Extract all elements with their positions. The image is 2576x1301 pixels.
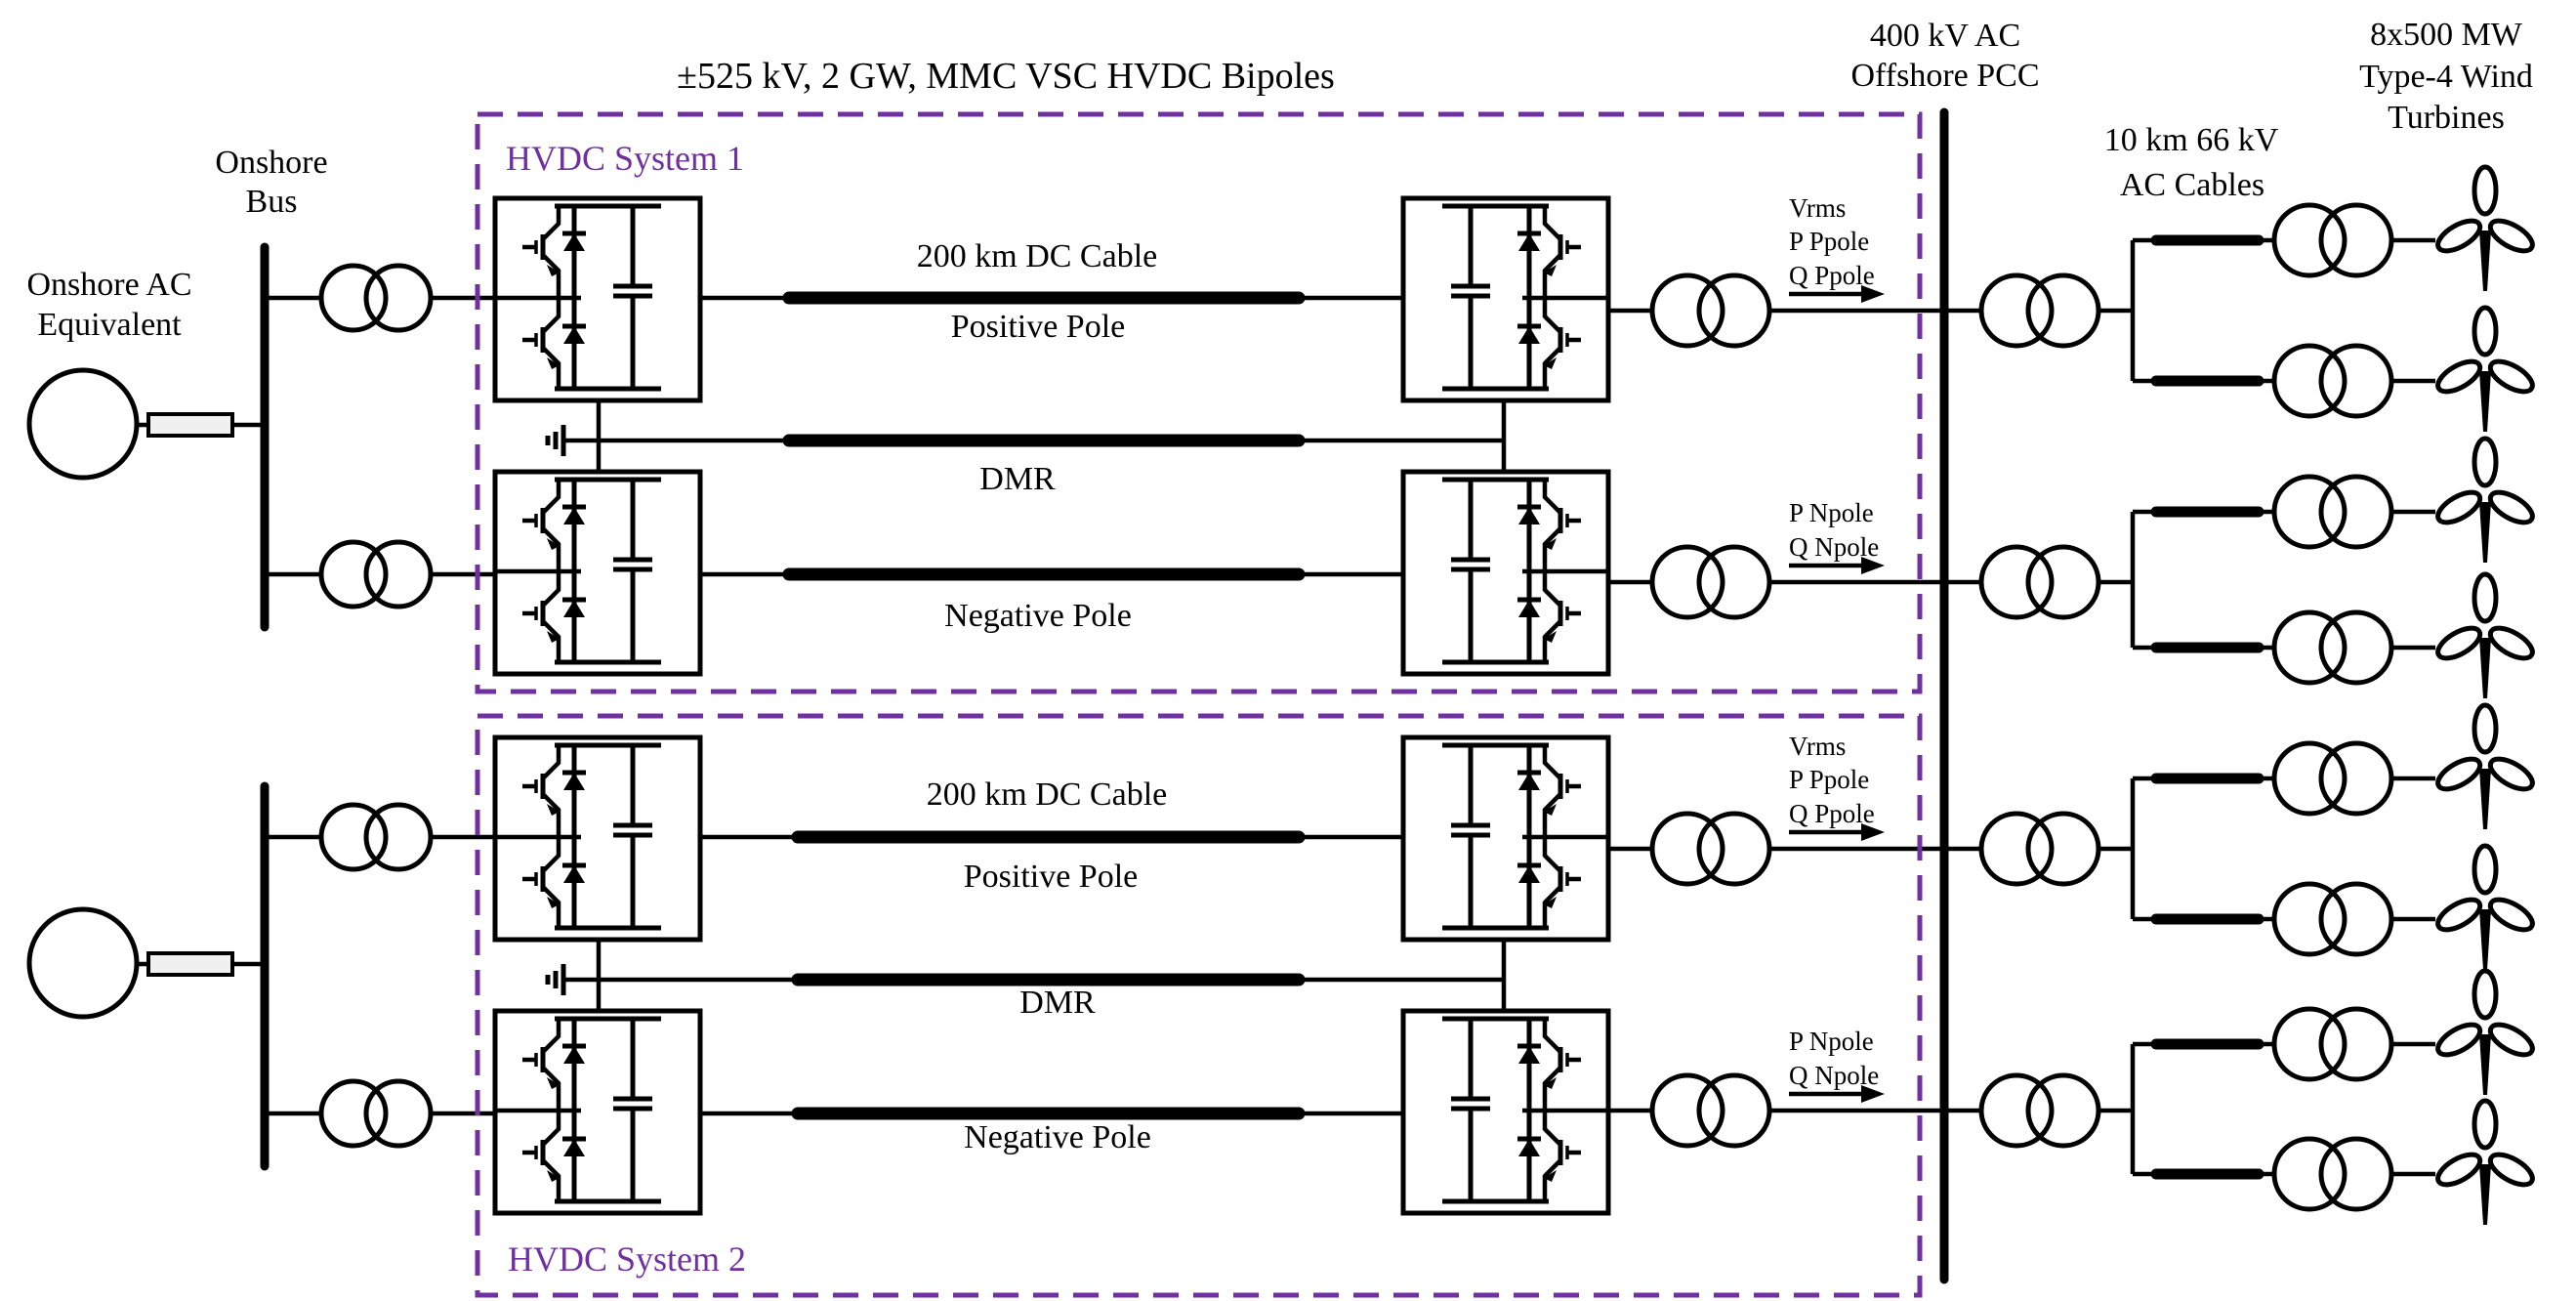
wind-label-line3: Turbines [2388, 100, 2505, 136]
transformer-icon [321, 266, 431, 330]
hvdc-system-1: 200 km DC Cable Positive Pole DMR Negati… [26, 198, 1608, 674]
mmc-converter-icon-onshore-neg [495, 472, 700, 674]
ground-icon [548, 425, 563, 456]
dc-cable-label-1: 200 km DC Cable [917, 238, 1157, 274]
wind-label-line2: Type-4 Wind [2359, 59, 2533, 95]
onshore-ac-label-line2: Equivalent [37, 307, 182, 343]
transformer-icon [321, 805, 431, 869]
offshore-collection-network: Vrms P Ppole Q Ppole P Npole Q Npole [1608, 107, 2537, 1284]
ground-icon [548, 964, 563, 995]
onshore-bus-label-line1: Onshore [215, 145, 327, 181]
mmc-converter-icon-offshore-pos [1403, 737, 1608, 940]
pcc-trunk-4: P Npole Q Npole [1608, 971, 2537, 1225]
dmr-label-1: DMR [979, 461, 1056, 497]
mmc-converter-icon-offshore-neg [1403, 472, 1608, 674]
wind-string [2133, 846, 2537, 970]
transformer-icon [1652, 1075, 1769, 1146]
grid-impedance-1 [146, 412, 234, 438]
negative-pole-label-1: Negative Pole [944, 598, 1132, 634]
mmc-converter-icon-onshore-pos [495, 198, 700, 400]
wind-string [2133, 439, 2537, 563]
ac-cables-label-line1: 10 km 66 kV [2104, 122, 2279, 158]
dc-cable-label-2: 200 km DC Cable [927, 776, 1167, 813]
onshore-ac-label-line1: Onshore AC [26, 267, 191, 303]
ac-cables-label-line2: AC Cables [2120, 167, 2264, 203]
ac-source-icon-1 [26, 367, 140, 481]
mmc-converter-icon-onshore-neg [495, 1011, 700, 1213]
flow-label: Q Npole [1789, 1061, 1879, 1090]
transformer-icon [1652, 275, 1769, 346]
hvdc-system-1-boundary [475, 111, 1923, 694]
flow-label: P Ppole [1789, 765, 1869, 794]
transformer-icon [1981, 275, 2098, 346]
mmc-converter-icon-offshore-neg [1403, 1011, 1608, 1213]
flow-label: P Npole [1789, 498, 1874, 527]
positive-pole-label-2: Positive Pole [964, 859, 1139, 895]
ac-source-icon-2 [26, 906, 140, 1020]
pcc-label-line1: 400 kV AC [1870, 18, 2020, 54]
hvdc-system-2-title: HVDC System 2 [508, 1239, 746, 1279]
wind-label-line1: 8x500 MW [2370, 17, 2523, 53]
diagram-title: ±525 kV, 2 GW, MMC VSC HVDC Bipoles [677, 56, 1335, 97]
flow-label: Vrms [1789, 193, 1846, 223]
transformer-icon [321, 542, 431, 607]
negative-pole-label-2: Negative Pole [964, 1119, 1151, 1155]
flow-label: Q Ppole [1789, 799, 1875, 828]
flow-label: Vrms [1789, 732, 1846, 761]
flow-label: Q Npole [1789, 532, 1879, 562]
mmc-converter-icon-offshore-pos [1403, 198, 1608, 400]
pcc-trunk-1: Vrms P Ppole Q Ppole [1608, 167, 2537, 432]
grid-impedance-2 [146, 951, 234, 977]
hvdc-system-2-boundary [475, 713, 1923, 1298]
transformer-icon [321, 1081, 431, 1146]
transformer-icon [1981, 547, 2098, 617]
pcc-trunk-2: P Npole Q Npole [1608, 439, 2537, 698]
transformer-icon [1981, 814, 2098, 884]
wind-string [2133, 308, 2537, 432]
flow-label: P Ppole [1789, 227, 1869, 256]
flow-label: P Npole [1789, 1027, 1874, 1056]
onshore-bus-label-line2: Bus [246, 184, 298, 220]
hvdc-system-1-title: HVDC System 1 [506, 139, 744, 178]
flow-label: Q Ppole [1789, 261, 1875, 290]
transformer-icon [1652, 814, 1769, 884]
positive-pole-label-1: Positive Pole [951, 309, 1126, 345]
wind-string [2133, 705, 2537, 829]
pcc-label-line2: Offshore PCC [1851, 58, 2040, 94]
transformer-icon [1981, 1075, 2098, 1146]
mmc-converter-icon-onshore-pos [495, 737, 700, 940]
transformer-icon [1652, 547, 1769, 617]
wind-string [2133, 574, 2537, 698]
dmr-label-2: DMR [1019, 985, 1096, 1021]
wind-string [2133, 971, 2537, 1095]
wind-string [2133, 1101, 2537, 1225]
hvdc-system-2: 200 km DC Cable Positive Pole DMR Negati… [26, 737, 1608, 1213]
pcc-trunk-3: Vrms P Ppole Q Ppole [1608, 705, 2537, 970]
